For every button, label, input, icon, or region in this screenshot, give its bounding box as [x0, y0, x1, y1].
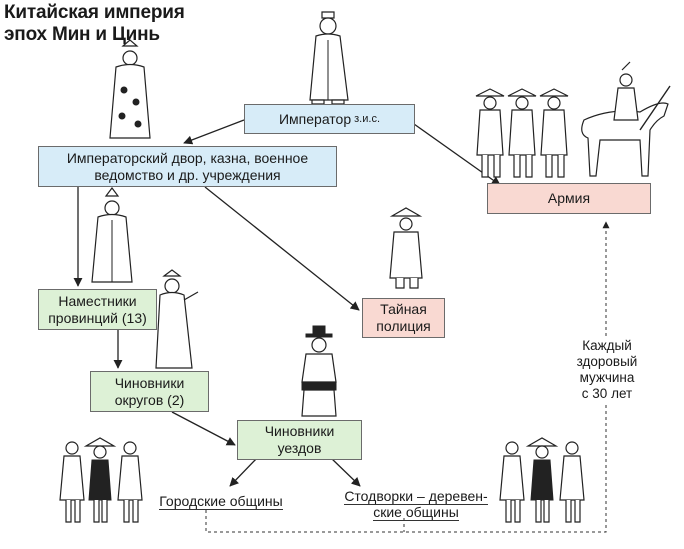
court-label-line-1: Императорский двор, казна, военное: [66, 149, 309, 166]
village-communities-line-2: ские общины: [373, 504, 459, 521]
district-officials-line-1: Чиновники: [114, 374, 185, 391]
arrow-districts-to-counties: [171, 411, 236, 446]
conscription-note-line-1: Каждый: [582, 338, 632, 353]
secret-police-figure-icon: [389, 207, 423, 289]
court-label-line-2: ведомство и др. учреждения: [94, 166, 281, 183]
secret-police-line-2: полиция: [376, 318, 431, 334]
emperor-figure-icon: [309, 11, 349, 105]
district-official-figure-icon: [155, 269, 199, 369]
title-line-2: эпох Мин и Цинь: [4, 24, 160, 45]
governors-line-2: провинций (13): [48, 309, 147, 326]
secret-police-line-1: Тайная: [380, 301, 427, 317]
county-officials-line-1: Чиновники: [264, 423, 335, 439]
cavalry-rider-icon: [581, 61, 671, 177]
arrow-court-to-secret-police: [204, 186, 360, 311]
county-official-figure-icon: [301, 325, 337, 417]
secret-police-box: Тайная полиция: [362, 298, 445, 338]
title-line-1: Китайская империя: [4, 2, 185, 23]
conscription-note: Каждый здоровый мужчина с 30 лет: [566, 338, 648, 402]
arrow-counties-to-city: [229, 456, 259, 487]
arrow-counties-to-village: [329, 456, 361, 487]
village-communities-label: Стодворки – деревен- ские общины: [335, 488, 497, 521]
army-label: Армия: [547, 190, 591, 206]
court-box: Императорский двор, казна, военное ведом…: [38, 146, 337, 187]
diagram-title: Китайская империя эпох Мин и Цинь: [4, 2, 185, 46]
village-communities-line-1: Стодворки – деревен-: [344, 488, 488, 505]
governors-line-1: Наместники: [58, 292, 137, 309]
court-official-figure-icon: [109, 39, 151, 139]
conscription-note-line-3: мужчина: [579, 370, 635, 385]
soldiers-group-icon: [475, 88, 569, 178]
district-officials-line-2: округов (2): [114, 391, 185, 408]
city-communities-label: Городские общины: [159, 493, 283, 510]
conscription-note-line-4: с 30 лет: [581, 386, 633, 401]
emperor-label: Император: [278, 110, 352, 127]
district-officials-box: Чиновники округов (2): [90, 371, 209, 412]
county-officials-line-2: уездов: [277, 440, 322, 456]
emperor-superscript: з.и.с.: [354, 112, 380, 125]
city-peasants-group-icon: [59, 437, 143, 523]
conscription-note-line-2: здоровый: [576, 354, 638, 369]
county-officials-box: Чиновники уездов: [237, 420, 362, 460]
governor-figure-icon: [91, 187, 133, 283]
army-box: Армия: [487, 183, 651, 214]
governors-box: Наместники провинций (13): [38, 289, 157, 330]
village-peasants-group-icon: [499, 437, 585, 523]
arrow-emperor-to-court: [183, 119, 245, 145]
